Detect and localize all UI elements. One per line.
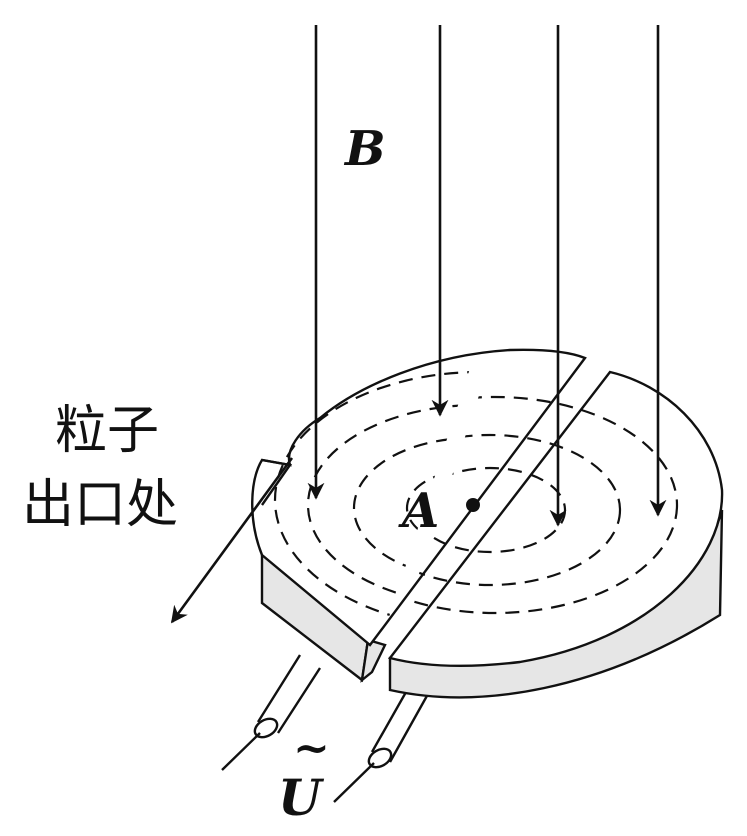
particle-exit-label-line1: 粒子 [55, 401, 159, 461]
center-label: A [398, 483, 439, 539]
exit-arrow-icon [170, 457, 294, 624]
magnetic-field-label: B [343, 121, 386, 177]
voltage-label: U [278, 768, 325, 827]
center-point [466, 498, 480, 512]
magnetic-field-lines [307, 25, 667, 527]
particle-exit-label-line2: 出口处 [22, 475, 178, 535]
voltage-tilde: ~ [293, 723, 330, 774]
lead-wires [221, 654, 430, 803]
